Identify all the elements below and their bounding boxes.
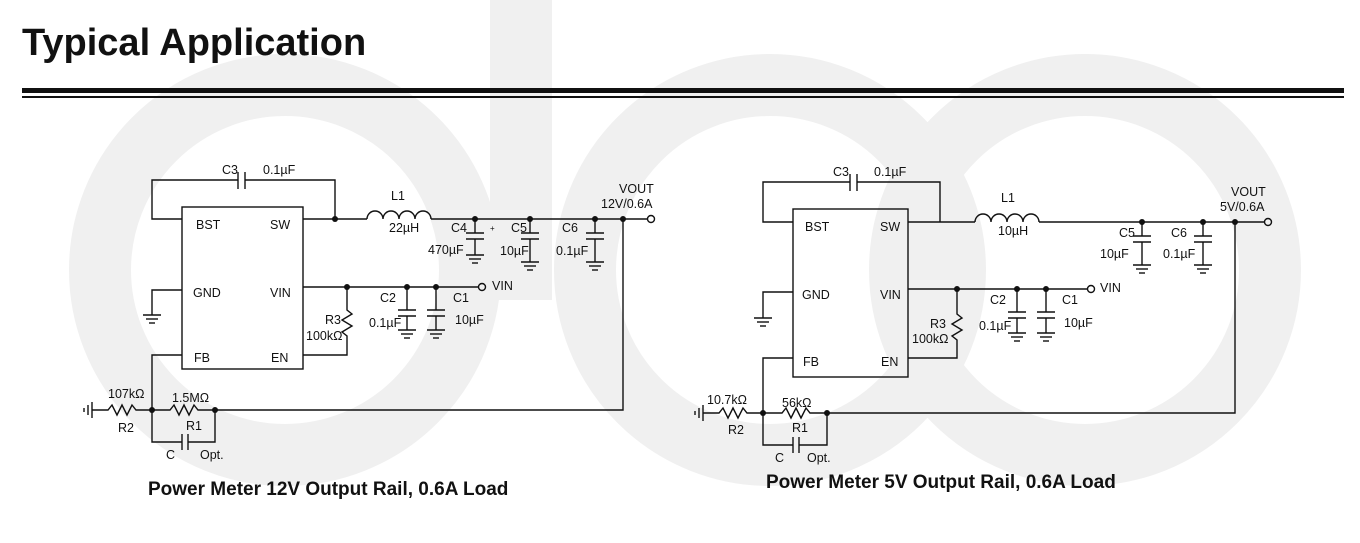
vout-terminal: [1263, 217, 1273, 227]
c4-label: C4: [451, 221, 467, 235]
c3-label: C3: [833, 165, 849, 179]
l1-label: L1: [1001, 191, 1015, 205]
pin-sw: SW: [880, 220, 900, 234]
resistor-r2: [703, 406, 763, 420]
pin-fb: FB: [194, 351, 210, 365]
vout-label: VOUT: [1231, 185, 1266, 199]
caption-12v: Power Meter 12V Output Rail, 0.6A Load: [148, 479, 509, 500]
vin-terminal: [1086, 284, 1096, 294]
pin-bst: BST: [196, 218, 221, 232]
vin-label: VIN: [492, 279, 513, 293]
c3-value: 0.1µF: [263, 163, 296, 177]
vout-terminal: [646, 214, 656, 224]
c3-label: C3: [222, 163, 238, 177]
pin-en: EN: [881, 355, 898, 369]
resistor-r3: [908, 289, 964, 359]
pin-vin: VIN: [880, 288, 901, 302]
c1-value: 10µF: [455, 313, 484, 327]
c2-value: 0.1µF: [979, 319, 1012, 333]
inductor-l1: [366, 210, 432, 220]
c2-label: C2: [380, 291, 396, 305]
resistor-r3: [303, 287, 354, 356]
r3-label: R3: [325, 313, 341, 327]
caption-5v: Power Meter 5V Output Rail, 0.6A Load: [766, 472, 1116, 493]
inductor-l1: [974, 213, 1040, 223]
c2-label: C2: [990, 293, 1006, 307]
l1-value: 22µH: [389, 221, 419, 235]
c-opt-label: C: [775, 451, 784, 465]
c4-plus: +: [490, 224, 495, 233]
r3-label: R3: [930, 317, 946, 331]
r1-label: R1: [792, 421, 808, 435]
c-opt-value: Opt.: [200, 448, 224, 462]
r2-value: 107kΩ: [108, 387, 144, 401]
pin-sw: SW: [270, 218, 290, 232]
resistor-r1: [152, 403, 215, 417]
r1-value: 56kΩ: [782, 396, 812, 410]
resistor-r1: [763, 406, 827, 420]
r2-label: R2: [728, 423, 744, 437]
c1-value: 10µF: [1064, 316, 1093, 330]
c-opt-label: C: [166, 448, 175, 462]
vout-label: VOUT: [619, 182, 654, 196]
r1-value: 1.5MΩ: [172, 391, 209, 405]
c4-value: 470µF: [428, 243, 464, 257]
r1-label: R1: [186, 419, 202, 433]
c5-value: 10µF: [1100, 247, 1129, 261]
r2-value: 10.7kΩ: [707, 393, 747, 407]
resistor-r2: [92, 403, 152, 417]
c6-value: 0.1µF: [556, 244, 589, 258]
c-opt-value: Opt.: [807, 451, 831, 465]
c3-value: 0.1µF: [874, 165, 907, 179]
c5-label: C5: [511, 221, 527, 235]
c5-value: 10µF: [500, 244, 529, 258]
vin-label: VIN: [1100, 281, 1121, 295]
pin-en: EN: [271, 351, 288, 365]
vout-value: 5V/0.6A: [1220, 200, 1265, 214]
regulator-ic: [792, 208, 909, 378]
regulator-ic: [181, 206, 304, 370]
page-title: Typical Application: [22, 22, 367, 64]
r3-value: 100kΩ: [912, 332, 948, 346]
r3-value: 100kΩ: [306, 329, 342, 343]
pin-fb: FB: [803, 355, 819, 369]
l1-value: 10µH: [998, 224, 1028, 238]
c2-value: 0.1µF: [369, 316, 402, 330]
c6-label: C6: [1171, 226, 1187, 240]
c6-value: 0.1µF: [1163, 247, 1196, 261]
pin-gnd: GND: [802, 288, 830, 302]
vout-value: 12V/0.6A: [601, 197, 653, 211]
c1-label: C1: [453, 291, 469, 305]
c1-label: C1: [1062, 293, 1078, 307]
vin-terminal: [477, 282, 487, 292]
l1-label: L1: [391, 189, 405, 203]
r2-label: R2: [118, 421, 134, 435]
c5-label: C5: [1119, 226, 1135, 240]
c6-label: C6: [562, 221, 578, 235]
title-rule-thin: [22, 96, 1344, 98]
pin-gnd: GND: [193, 286, 221, 300]
pin-bst: BST: [805, 220, 830, 234]
pin-vin: VIN: [270, 286, 291, 300]
title-rule-thick: [22, 88, 1344, 93]
